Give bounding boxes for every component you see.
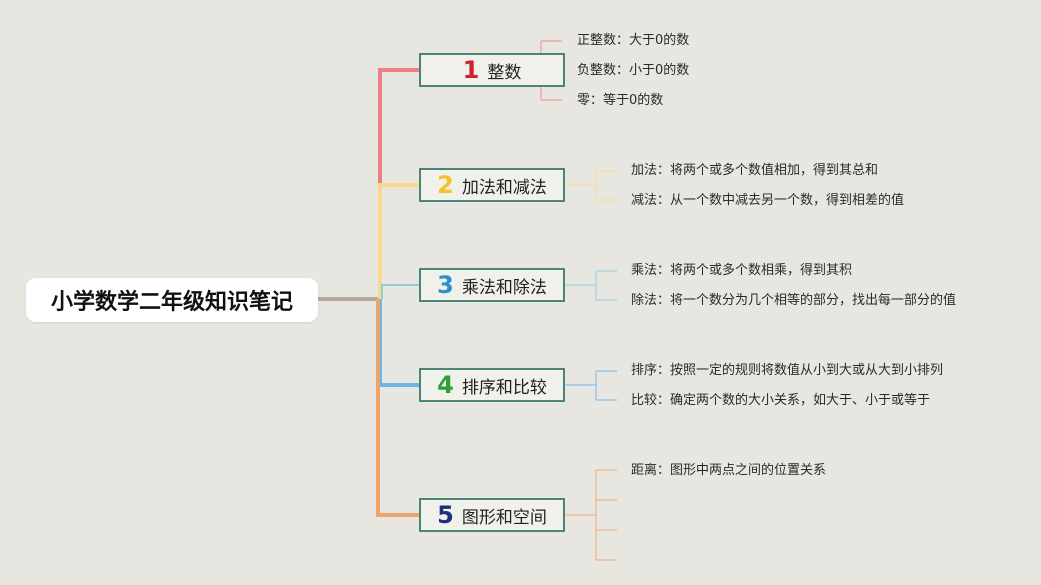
- number-badge-2: 2: [437, 171, 454, 199]
- leaf-division[interactable]: 除法：将一个数分为几个相等的部分，找出每一部分的值: [631, 293, 957, 308]
- branch-4-leaf-lines: [565, 370, 617, 401]
- number-badge-5: 5: [437, 501, 454, 529]
- branch-node-integers[interactable]: 1 整数: [419, 53, 565, 87]
- leaf-multiplication[interactable]: 乘法：将两个或多个数相乘，得到其积: [631, 263, 853, 278]
- branch-node-multiply-divide[interactable]: 3 乘法和除法: [419, 268, 565, 302]
- branch-label: 整数: [487, 62, 522, 83]
- number-badge-1: 1: [462, 56, 480, 84]
- leaf-negative-integer[interactable]: 负整数：小于0的数: [577, 63, 690, 78]
- branch-5-leaf-lines: [565, 469, 617, 561]
- number-badge-4: 4: [437, 371, 454, 399]
- branch-2-leaf-lines: [565, 170, 617, 201]
- branch-node-add-subtract[interactable]: 2 加法和减法: [419, 168, 565, 202]
- branch-5-line: [376, 299, 419, 517]
- branch-3-leaf-lines: [565, 270, 617, 301]
- leaf-addition[interactable]: 加法：将两个或多个数值相加，得到其总和: [631, 163, 879, 178]
- leaf-subtraction[interactable]: 减法：从一个数中减去另一个数，得到相差的值: [631, 193, 905, 208]
- branch-node-sort-compare[interactable]: 4 排序和比较: [419, 368, 565, 402]
- leaf-zero[interactable]: 零：等于0的数: [577, 93, 664, 108]
- leaf-sorting[interactable]: 排序：按照一定的规则将数值从小到大或从大到小排列: [631, 363, 944, 378]
- leaf-positive-integer[interactable]: 正整数：大于0的数: [577, 33, 690, 48]
- branch-node-shape-space[interactable]: 5 图形和空间: [419, 498, 565, 532]
- leaf-comparison[interactable]: 比较：确定两个数的大小关系，如大于、小于或等于: [631, 393, 931, 408]
- branch-label: 乘法和除法: [461, 277, 547, 298]
- leaf-distance[interactable]: 距离：图形中两点之间的位置关系: [631, 463, 827, 478]
- branch-label: 排序和比较: [461, 377, 547, 398]
- branch-label: 加法和减法: [461, 177, 547, 198]
- branch-2-line: [378, 183, 419, 299]
- branch-3-line: [381, 284, 419, 299]
- branch-label: 图形和空间: [461, 507, 547, 528]
- root-title[interactable]: 小学数学二年级知识笔记: [26, 278, 318, 322]
- number-badge-3: 3: [437, 271, 454, 299]
- branch-4-line: [378, 299, 419, 387]
